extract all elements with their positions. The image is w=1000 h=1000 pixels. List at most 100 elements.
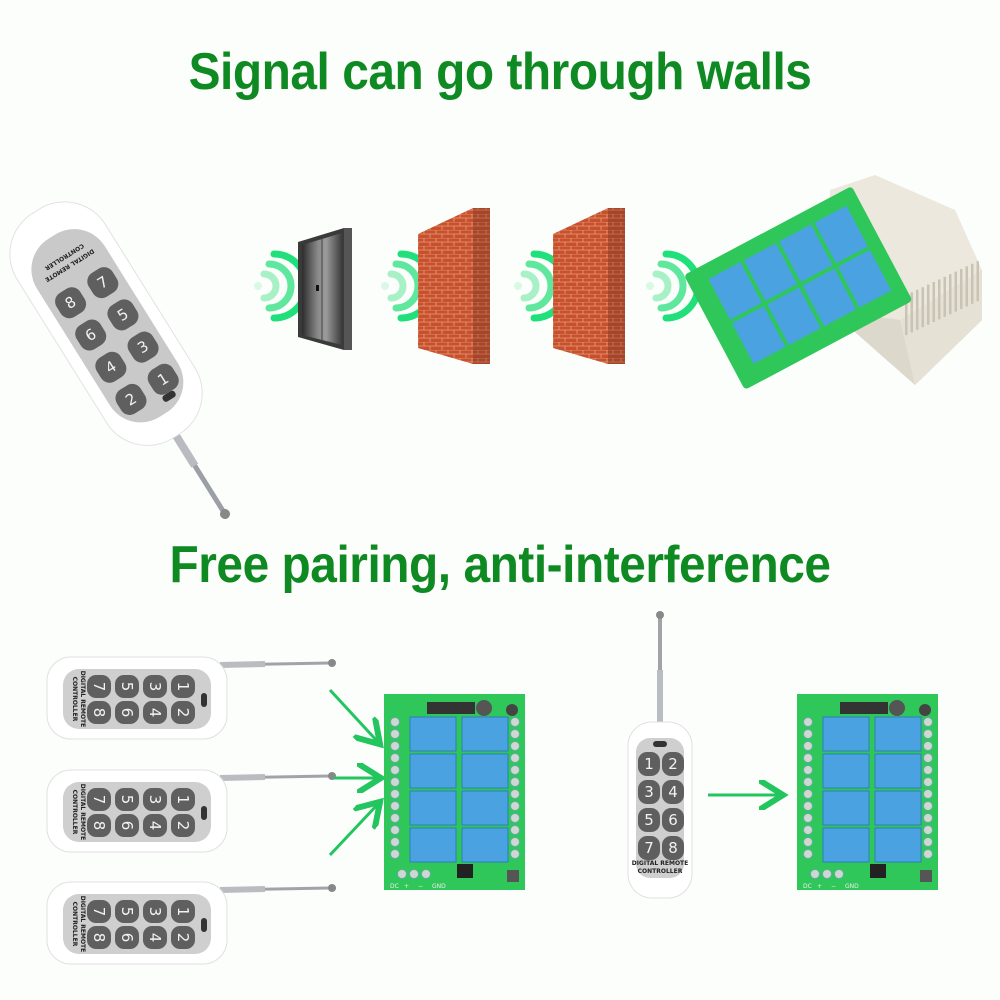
remote-button-3[interactable]: 3 xyxy=(143,900,167,923)
terminal-screw xyxy=(390,801,400,811)
button-grid: 1 2 3 4 5 6 7 8 xyxy=(55,267,179,415)
learn-button[interactable] xyxy=(507,870,519,882)
remote-button-6[interactable]: 6 xyxy=(115,701,139,724)
terminal-screw xyxy=(923,837,933,847)
terminal-screw xyxy=(510,813,520,823)
svg-text:2: 2 xyxy=(174,821,192,831)
remote-button-5: 5 xyxy=(107,299,139,331)
svg-text:5: 5 xyxy=(118,682,136,692)
remote-button-7[interactable]: 7 xyxy=(87,675,111,698)
relay xyxy=(874,716,922,752)
remote-button-3: 3 xyxy=(127,331,159,363)
remote-button-4[interactable]: 4 xyxy=(662,780,684,804)
remote-button-8[interactable]: 8 xyxy=(87,926,111,949)
terminal-screw xyxy=(510,837,520,847)
remote-button-6[interactable]: 6 xyxy=(662,808,684,832)
remote-button-4[interactable]: 4 xyxy=(143,701,167,724)
relay xyxy=(874,753,922,789)
remote-panel xyxy=(31,229,184,423)
power-label: + xyxy=(817,883,822,890)
svg-text:3: 3 xyxy=(146,682,164,692)
relay xyxy=(409,753,457,789)
relay xyxy=(837,249,892,308)
svg-text:5: 5 xyxy=(118,795,136,805)
power-terminal xyxy=(397,869,407,879)
brick-wall-icon-2 xyxy=(553,208,625,364)
remote-button-8[interactable]: 8 xyxy=(662,836,684,860)
terminal-screw xyxy=(390,849,400,859)
remote-button-2[interactable]: 2 xyxy=(662,752,684,776)
remote-button-5[interactable]: 5 xyxy=(638,808,660,832)
terminal-screw xyxy=(803,837,813,847)
svg-text:1: 1 xyxy=(174,907,192,917)
remote-button-7[interactable]: 7 xyxy=(638,836,660,860)
remote-button-4: 4 xyxy=(95,351,127,383)
remote-button-8: 8 xyxy=(55,287,87,319)
remote-button-5[interactable]: 5 xyxy=(115,675,139,698)
capacitor xyxy=(476,700,492,716)
terminal-screw xyxy=(923,801,933,811)
svg-text:3: 3 xyxy=(146,907,164,917)
svg-text:8: 8 xyxy=(90,933,108,943)
remote-button-8[interactable]: 8 xyxy=(87,814,111,837)
remote-control-top: 1 2 3 4 5 6 7 8 DIGITAL REMOTE CONTROLLE… xyxy=(9,201,230,520)
terminal-screw xyxy=(803,741,813,751)
terminal-screw xyxy=(923,717,933,727)
relay xyxy=(732,306,786,364)
svg-text:7: 7 xyxy=(90,682,108,692)
terminal-screw xyxy=(390,741,400,751)
svg-text:5: 5 xyxy=(644,811,654,829)
relay xyxy=(874,827,922,863)
relay xyxy=(814,205,868,264)
remote-button-1[interactable]: 1 xyxy=(171,900,195,923)
remote-button-5[interactable]: 5 xyxy=(115,900,139,923)
svg-text:3: 3 xyxy=(146,795,164,805)
terminal-screw xyxy=(803,765,813,775)
terminal-screw xyxy=(510,789,520,799)
remote-button-4[interactable]: 4 xyxy=(143,814,167,837)
relay-board-left: DC+−GND xyxy=(384,694,525,890)
headline-free-pairing: Free pairing, anti-interference xyxy=(169,536,831,594)
remote-button-6: 6 xyxy=(75,319,107,351)
relay xyxy=(767,287,821,345)
relay-receiver-with-case xyxy=(685,175,982,389)
remote-button-2[interactable]: 2 xyxy=(171,814,195,837)
terminal-screw xyxy=(803,801,813,811)
svg-text:4: 4 xyxy=(146,821,164,831)
terminal-screw xyxy=(803,849,813,859)
learn-button[interactable] xyxy=(920,870,932,882)
antenna-coil xyxy=(840,702,888,714)
terminal-screw xyxy=(923,753,933,763)
relay xyxy=(461,790,509,826)
remote-button-3[interactable]: 3 xyxy=(143,675,167,698)
power-label: DC xyxy=(803,883,812,890)
power-label: DC xyxy=(390,883,399,890)
remote-button-6[interactable]: 6 xyxy=(115,814,139,837)
relay xyxy=(874,790,922,826)
svg-text:4: 4 xyxy=(146,708,164,718)
remote-brand-line1: DIGITAL REMOTE xyxy=(79,671,86,728)
relay xyxy=(461,716,509,752)
remote-button-6[interactable]: 6 xyxy=(115,926,139,949)
remote-button-8[interactable]: 8 xyxy=(87,701,111,724)
power-label: GND xyxy=(432,883,446,890)
remote-button-5[interactable]: 5 xyxy=(115,788,139,811)
remote-button-2[interactable]: 2 xyxy=(171,701,195,724)
remote-button-4[interactable]: 4 xyxy=(143,926,167,949)
remote-button-3[interactable]: 3 xyxy=(638,780,660,804)
led-indicator xyxy=(201,918,207,932)
svg-text:4: 4 xyxy=(668,783,678,801)
remote-button-7[interactable]: 7 xyxy=(87,900,111,923)
remote-button-7[interactable]: 7 xyxy=(87,788,111,811)
remote-button-1[interactable]: 1 xyxy=(171,675,195,698)
remote-button-3[interactable]: 3 xyxy=(143,788,167,811)
relay xyxy=(743,243,798,301)
svg-text:6: 6 xyxy=(118,708,136,718)
remote-button-2[interactable]: 2 xyxy=(171,926,195,949)
relay xyxy=(822,716,870,752)
svg-text:6: 6 xyxy=(118,933,136,943)
power-label: − xyxy=(831,883,836,890)
remote-button-1[interactable]: 1 xyxy=(171,788,195,811)
remote-button-1[interactable]: 1 xyxy=(638,752,660,776)
